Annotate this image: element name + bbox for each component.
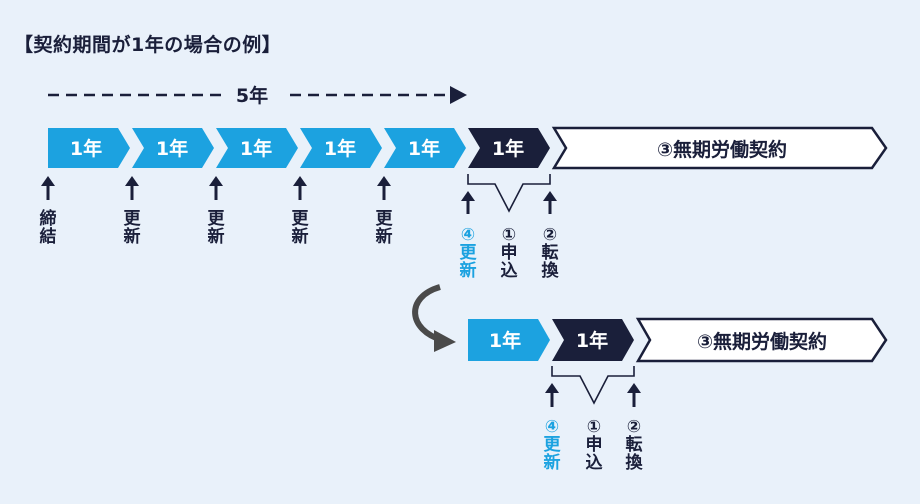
segment-year-1: 1年 [48, 128, 130, 168]
label-convert-top-num: ② [542, 225, 558, 245]
bracket-top [467, 174, 551, 213]
label-convert-top-char-1: 転 [541, 243, 559, 263]
label-renew-1: 更 新 [120, 210, 144, 246]
label-apply-bottom: ① 申 込 [582, 418, 606, 472]
up-arrow-renew-3 [293, 176, 307, 200]
up-arrow-conclude [41, 176, 55, 200]
label-renew-1-char-1: 更 [123, 209, 141, 229]
up-arrow-renew-numbered-bottom [545, 383, 559, 407]
label-renew-3: 更 新 [288, 210, 312, 246]
label-convert-bottom: ② 転 換 [622, 418, 646, 472]
label-conclude-char-1: 締 [39, 209, 57, 229]
transition-arrowhead [434, 330, 456, 352]
conversion-label-bottom: ③無期労働契約 [697, 330, 827, 353]
label-renew-4-char-1: 更 [375, 209, 393, 229]
label-conclude-char-2: 結 [39, 227, 57, 247]
label-renew-4-char-2: 新 [375, 227, 393, 247]
diagram-title: 【契約期間が1年の場合の例】 [14, 34, 282, 56]
label-renew-numbered-top-char-1: 更 [459, 243, 477, 263]
five-year-arrowhead [450, 86, 467, 104]
bracket-bottom [551, 366, 635, 405]
five-year-label: 5年 [236, 84, 268, 107]
conversion-block-top: ③無期労働契約 [551, 126, 888, 170]
label-renew-numbered-top: ④ 更 新 [456, 226, 480, 280]
label-renew-4: 更 新 [372, 210, 396, 246]
label-apply-top-char-2: 込 [500, 261, 518, 281]
up-arrow-renew-1 [125, 176, 139, 200]
label-renew-numbered-top-char-2: 新 [459, 261, 477, 281]
label-renew-numbered-bottom-char-1: 更 [543, 435, 561, 455]
label-renew-2-char-2: 新 [207, 227, 225, 247]
label-apply-bottom-num: ① [586, 417, 602, 437]
segment-year-2-label: 1年 [156, 137, 188, 160]
label-convert-bottom-num: ② [626, 417, 642, 437]
label-convert-bottom-char-2: 換 [625, 453, 643, 473]
label-apply-top-num: ① [501, 225, 517, 245]
label-conclude: 締 結 [36, 210, 60, 246]
label-apply-bottom-char-2: 込 [585, 453, 603, 473]
label-renew-3-char-2: 新 [291, 227, 309, 247]
segment-year-3-label: 1年 [240, 137, 272, 160]
segment-year-6: 1年 [468, 128, 550, 168]
label-renew-1-char-2: 新 [123, 227, 141, 247]
label-apply-top: ① 申 込 [497, 226, 521, 280]
label-renew-2-char-1: 更 [207, 209, 225, 229]
label-renew-numbered-bottom: ④ 更 新 [540, 418, 564, 472]
segment-year-5: 1年 [384, 128, 466, 168]
segment-bottom-2-label: 1年 [576, 329, 608, 352]
label-renew-3-char-1: 更 [291, 209, 309, 229]
segment-year-3: 1年 [216, 128, 298, 168]
segment-year-1-label: 1年 [70, 137, 102, 160]
label-renew-numbered-bottom-char-2: 新 [543, 453, 561, 473]
label-convert-top: ② 転 換 [538, 226, 562, 280]
label-apply-top-char-1: 申 [500, 243, 518, 263]
label-renew-2: 更 新 [204, 210, 228, 246]
label-renew-numbered-top-num: ④ [460, 225, 476, 245]
segment-year-4: 1年 [300, 128, 382, 168]
segment-year-4-label: 1年 [324, 137, 356, 160]
up-arrow-renew-4 [377, 176, 391, 200]
up-arrow-convert-top [543, 191, 557, 214]
up-arrow-renew-2 [209, 176, 223, 200]
label-convert-top-char-2: 換 [541, 261, 559, 281]
segment-year-6-label: 1年 [492, 137, 524, 160]
segment-bottom-1-label: 1年 [489, 329, 521, 352]
transition-curve-arrow [412, 284, 443, 343]
segment-bottom-2: 1年 [552, 319, 634, 361]
segment-year-2: 1年 [132, 128, 214, 168]
conversion-label-top: ③無期労働契約 [657, 138, 787, 161]
segment-year-5-label: 1年 [408, 137, 440, 160]
label-convert-bottom-char-1: 転 [625, 435, 643, 455]
up-arrow-renew-numbered-top [461, 191, 475, 214]
up-arrow-convert-bottom [627, 383, 641, 407]
conversion-block-bottom: ③無期労働契約 [635, 317, 888, 363]
label-apply-bottom-char-1: 申 [585, 435, 603, 455]
label-renew-numbered-bottom-num: ④ [544, 417, 560, 437]
segment-bottom-1: 1年 [468, 319, 550, 361]
